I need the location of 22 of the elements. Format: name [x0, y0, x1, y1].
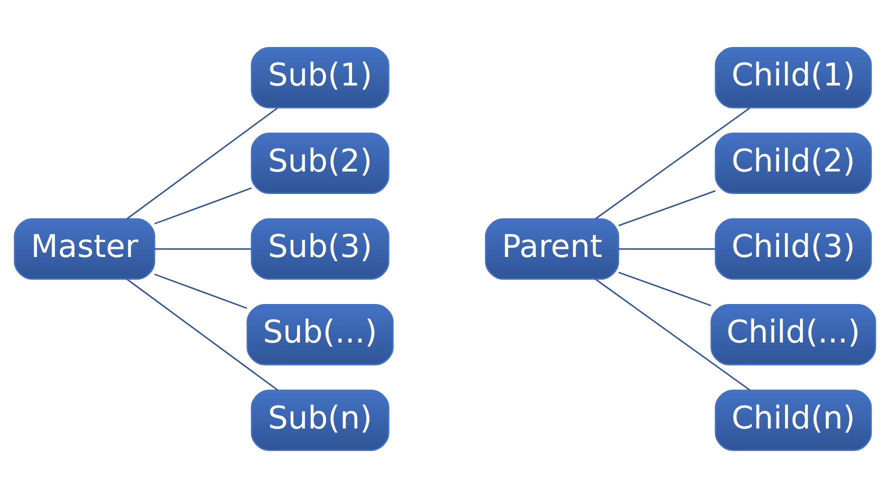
- connector: [126, 278, 278, 390]
- node-box: Child(2): [714, 132, 872, 194]
- connector: [618, 248, 716, 250]
- connector: [154, 248, 252, 250]
- node-box: Sub(1): [250, 46, 390, 108]
- node-box: Child(3): [714, 218, 872, 280]
- node-box: Child(1): [714, 46, 872, 108]
- connector: [154, 273, 248, 308]
- connector: [618, 271, 712, 306]
- connector: [595, 278, 750, 390]
- node-box: Sub(3): [250, 218, 390, 280]
- connector: [154, 186, 252, 224]
- connector: [618, 190, 716, 226]
- connector: [595, 106, 750, 219]
- node-box: Master: [14, 218, 156, 280]
- node-box: Parent: [484, 218, 620, 280]
- node-box: Sub(...): [246, 303, 394, 365]
- node-box: Child(n): [714, 389, 872, 450]
- node-box: Child(...): [710, 303, 876, 365]
- node-box: Sub(n): [250, 389, 390, 450]
- node-box: Sub(2): [250, 132, 390, 194]
- connector: [126, 106, 278, 219]
